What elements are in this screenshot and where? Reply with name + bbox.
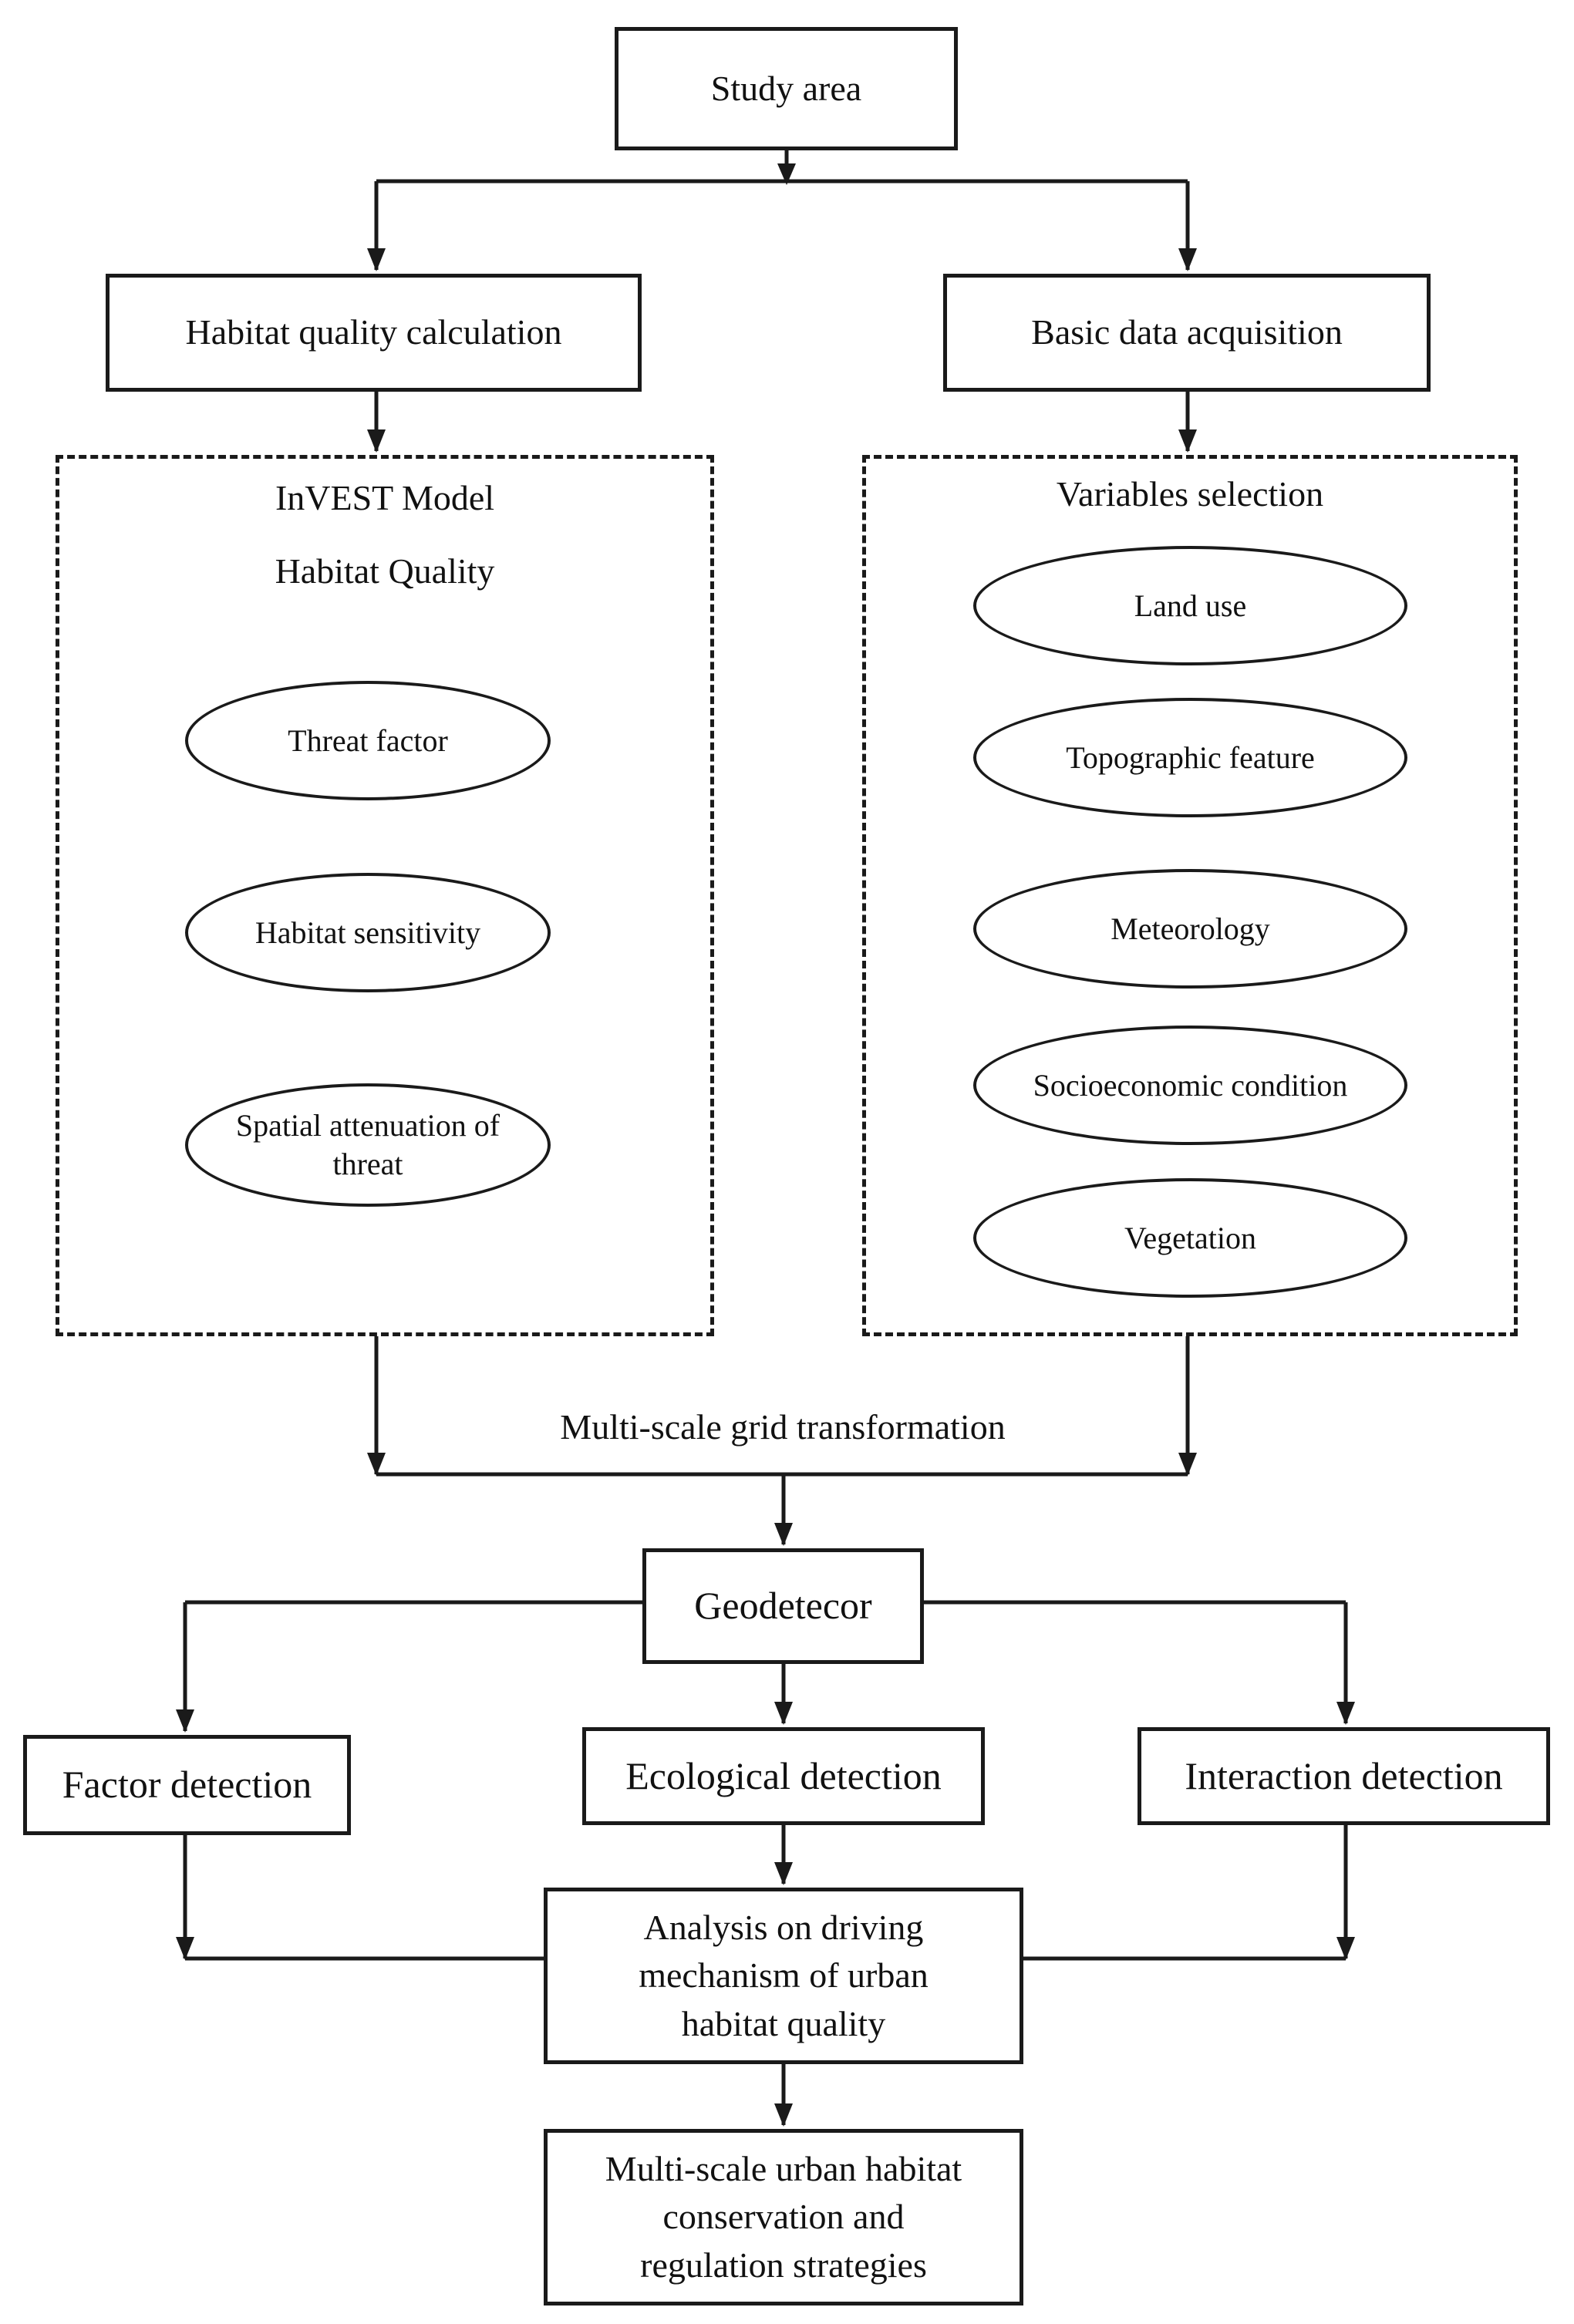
habitat-sensitivity-label: Habitat sensitivity bbox=[254, 914, 481, 950]
ecological-detection-box: Ecological detection bbox=[582, 1727, 985, 1825]
grid-transformation-label: Multi-scale grid transformation bbox=[432, 1399, 1134, 1453]
arrowhead-habitat-calc bbox=[367, 248, 386, 271]
arrowhead-strategies bbox=[774, 2103, 793, 2127]
socioeconomic-condition-ellipse: Socioeconomic condition bbox=[973, 1026, 1407, 1145]
socioeconomic-condition-label: Socioeconomic condition bbox=[1033, 1067, 1348, 1103]
interaction-detection-label: Interaction detection bbox=[1185, 1753, 1503, 1797]
meteorology-ellipse: Meteorology bbox=[973, 869, 1407, 989]
topographic-feature-ellipse: Topographic feature bbox=[973, 698, 1407, 817]
variables-selection-group bbox=[862, 455, 1518, 1336]
habitat-quality-subtitle-text: Habitat Quality bbox=[275, 551, 495, 591]
land-use-ellipse: Land use bbox=[973, 546, 1407, 665]
habitat-quality-calculation-box: Habitat quality calculation bbox=[106, 274, 642, 392]
arrowhead-study-split bbox=[777, 163, 796, 185]
grid-transformation-text: Multi-scale grid transformation bbox=[560, 1406, 1006, 1447]
spatial-attenuation-ellipse: Spatial attenuation of threat bbox=[185, 1083, 551, 1207]
strategies-box: Multi-scale urban habitat conservation a… bbox=[544, 2129, 1023, 2305]
habitat-sensitivity-ellipse: Habitat sensitivity bbox=[185, 873, 551, 992]
variables-selection-title-text: Variables selection bbox=[1056, 473, 1324, 514]
land-use-label: Land use bbox=[1134, 588, 1247, 623]
vegetation-ellipse: Vegetation bbox=[973, 1178, 1407, 1298]
arrowhead-basic-data bbox=[1178, 248, 1197, 271]
arrowhead-ecological-detection bbox=[774, 1702, 793, 1725]
variables-selection-title: Variables selection bbox=[862, 466, 1518, 520]
factor-detection-box: Factor detection bbox=[23, 1735, 351, 1835]
strategies-label: Multi-scale urban habitat conservation a… bbox=[605, 2149, 962, 2285]
arrowhead-geodetecor bbox=[774, 1523, 793, 1546]
study-area-box: Study area bbox=[615, 27, 958, 150]
arrowhead-variables-group bbox=[1178, 429, 1197, 453]
topographic-feature-label: Topographic feature bbox=[1066, 739, 1315, 775]
threat-factor-label: Threat factor bbox=[288, 722, 448, 758]
study-area-label: Study area bbox=[710, 68, 862, 108]
invest-model-group bbox=[56, 455, 714, 1336]
meteorology-label: Meteorology bbox=[1111, 911, 1270, 946]
invest-model-title: InVEST Model bbox=[56, 470, 714, 524]
habitat-quality-calculation-label: Habitat quality calculation bbox=[185, 312, 562, 352]
habitat-quality-subtitle: Habitat Quality bbox=[56, 544, 714, 598]
basic-data-acquisition-label: Basic data acquisition bbox=[1031, 312, 1343, 352]
arrowhead-variables-merge bbox=[1178, 1453, 1197, 1476]
basic-data-acquisition-box: Basic data acquisition bbox=[943, 274, 1431, 392]
spatial-attenuation-label: Spatial attenuation of threat bbox=[235, 1108, 501, 1181]
arrowhead-invest-merge bbox=[367, 1453, 386, 1476]
invest-model-title-text: InVEST Model bbox=[275, 477, 495, 517]
geodetecor-box: Geodetecor bbox=[642, 1548, 924, 1664]
driving-mechanism-analysis-box: Analysis on driving mechanism of urban h… bbox=[544, 1888, 1023, 2064]
threat-factor-ellipse: Threat factor bbox=[185, 681, 551, 800]
arrowhead-factor-detection bbox=[176, 1709, 194, 1733]
driving-mechanism-analysis-label: Analysis on driving mechanism of urban h… bbox=[639, 1908, 929, 2043]
ecological-detection-label: Ecological detection bbox=[625, 1753, 942, 1797]
geodetecor-label: Geodetecor bbox=[694, 1584, 872, 1628]
arrowhead-invest-group bbox=[367, 429, 386, 453]
arrowhead-interaction-analysis bbox=[1336, 1937, 1355, 1960]
arrowhead-interaction-detection bbox=[1336, 1702, 1355, 1725]
interaction-detection-box: Interaction detection bbox=[1138, 1727, 1550, 1825]
arrowhead-factor-analysis bbox=[176, 1937, 194, 1960]
vegetation-label: Vegetation bbox=[1124, 1220, 1257, 1255]
arrowhead-ecological-analysis bbox=[774, 1862, 793, 1885]
factor-detection-label: Factor detection bbox=[62, 1763, 312, 1807]
